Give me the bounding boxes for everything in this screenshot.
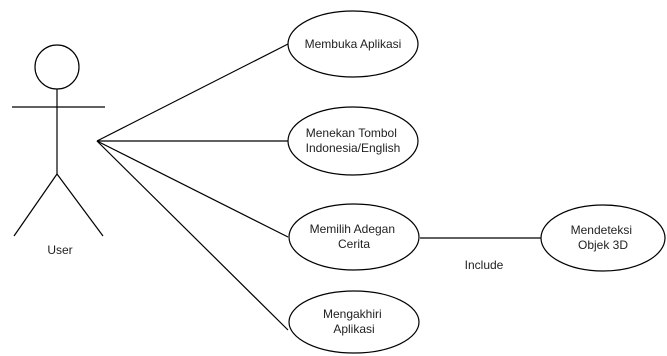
- use-case-ellipse: [540, 204, 666, 272]
- use-case-mendeteksi-objek[interactable]: Mendeteksi Objek 3D: [540, 204, 666, 272]
- use-case-label-line: Mendeteksi: [571, 223, 632, 237]
- use-case-ellipse: [287, 10, 419, 78]
- actor-left-leg: [13, 173, 58, 237]
- actor-user[interactable]: User: [12, 44, 105, 257]
- association-line-uc4: [96, 140, 289, 331]
- use-case-label: Menekan Tombol Indonesia/English: [306, 126, 401, 155]
- use-case-ellipse: [287, 106, 419, 176]
- use-case-label-line: Indonesia/English: [306, 141, 401, 155]
- use-case-label-line: Membuka Aplikasi: [305, 37, 402, 51]
- include-label: Include: [465, 258, 504, 272]
- use-case-ellipse: [288, 203, 420, 271]
- actor-label: User: [47, 243, 72, 257]
- use-case-memilih-adegan[interactable]: Memilih Adegan Cerita: [288, 203, 420, 271]
- use-case-mengakhiri-aplikasi[interactable]: Mengakhiri Aplikasi: [288, 290, 420, 354]
- use-case-membuka-aplikasi[interactable]: Membuka Aplikasi: [287, 10, 419, 78]
- actor-head: [34, 44, 80, 90]
- use-case-label-line: Cerita: [338, 237, 370, 251]
- association-line-uc1: [96, 43, 289, 142]
- use-case-label-line: Mengakhiri: [323, 307, 382, 321]
- use-case-label-line: Objek 3D: [578, 238, 628, 252]
- use-case-label: Membuka Aplikasi: [305, 37, 402, 51]
- association-line-uc3: [96, 140, 289, 238]
- use-case-label: Memilih Adegan Cerita: [310, 222, 399, 251]
- use-case-label-line: Aplikasi: [333, 322, 374, 336]
- use-case-menekan-tombol[interactable]: Menekan Tombol Indonesia/English: [287, 106, 419, 176]
- use-case-ellipse: [288, 290, 420, 354]
- use-case-label-line: Memilih Adegan: [310, 222, 395, 236]
- use-case-label: Mendeteksi Objek 3D: [571, 223, 636, 252]
- use-case-label-line: Menekan Tombol: [306, 126, 397, 140]
- actor-right-leg: [56, 173, 104, 237]
- use-case-label: Mengakhiri Aplikasi: [323, 307, 385, 336]
- association-lines: [96, 43, 541, 331]
